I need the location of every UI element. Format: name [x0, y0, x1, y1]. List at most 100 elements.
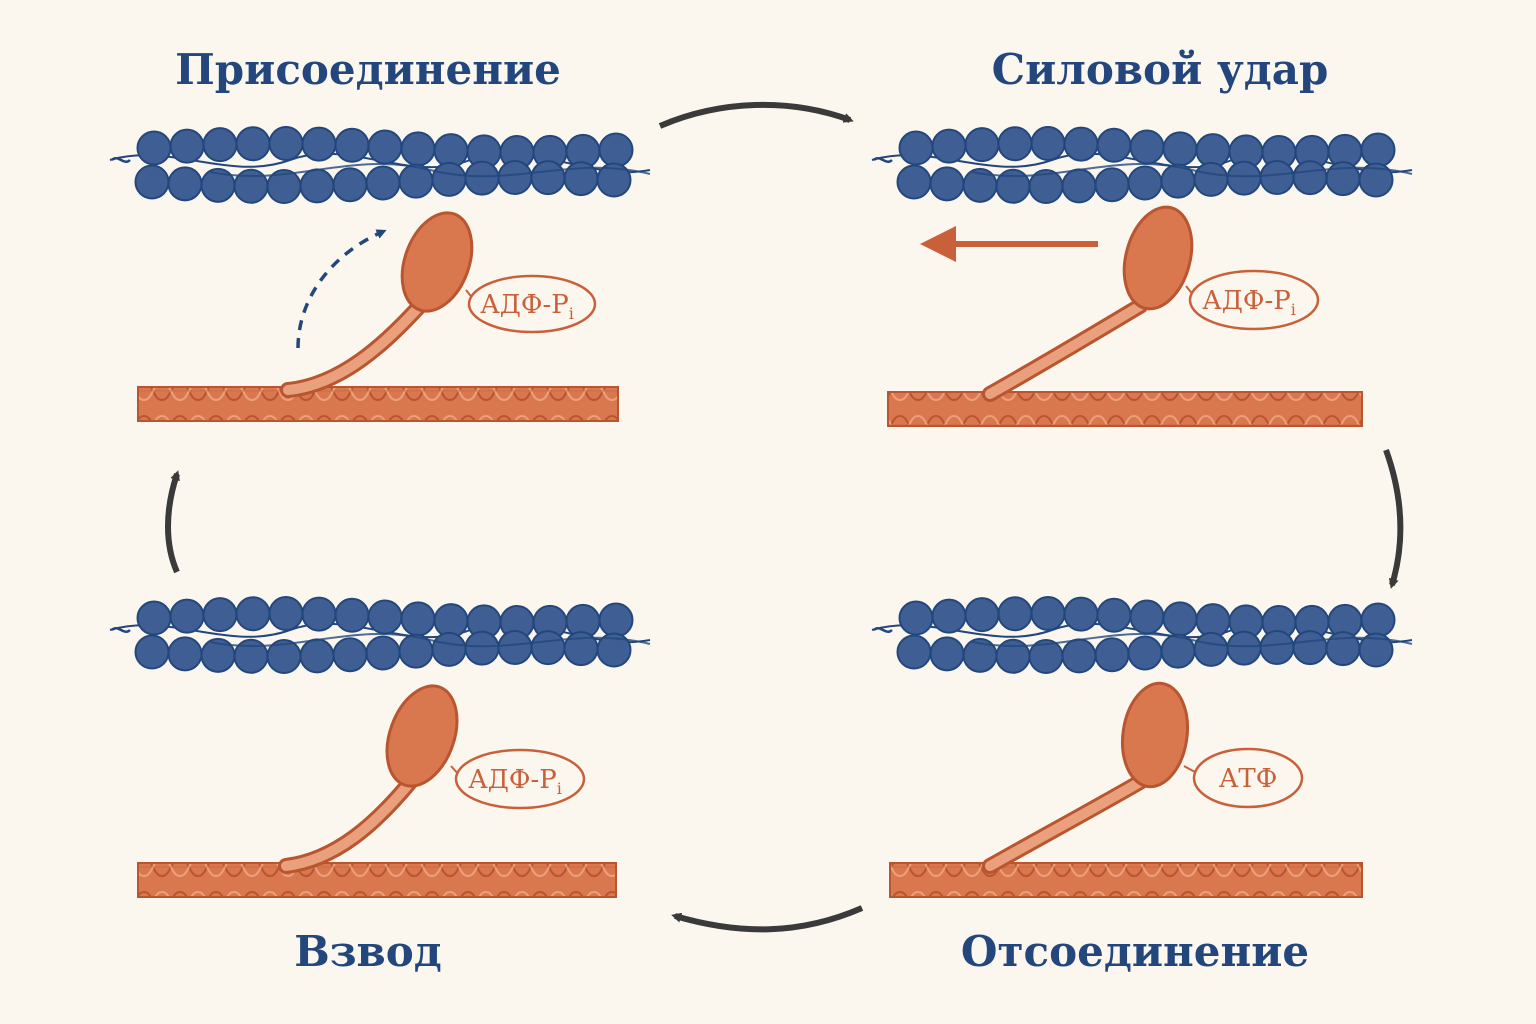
actin-monomer	[1358, 162, 1394, 198]
actin-monomer	[1292, 630, 1328, 666]
myosin-thick-filament	[889, 862, 1363, 898]
actin-monomer	[964, 597, 1000, 633]
panel-title: Силовой удар	[992, 45, 1329, 94]
curved-arrow-icon	[658, 101, 854, 129]
actin-monomer	[929, 166, 965, 202]
actin-monomer	[332, 637, 368, 673]
actin-monomer	[1360, 132, 1396, 168]
actin-monomer	[367, 599, 403, 635]
actin-monomer	[202, 597, 238, 633]
actin-monomer	[931, 128, 967, 164]
actin-monomer	[136, 130, 172, 166]
actin-monomer	[596, 632, 632, 668]
actin-monomer	[997, 126, 1033, 162]
actin-monomer	[169, 598, 205, 634]
actin-monomer	[497, 630, 533, 666]
actin-monomer	[301, 596, 337, 632]
actin-monomer	[1030, 126, 1066, 162]
actin-monomer	[929, 636, 965, 672]
actin-monomer	[134, 634, 170, 670]
curved-arrow-icon	[671, 905, 864, 933]
curved-arrow-icon	[1383, 448, 1404, 589]
actin-monomer	[1292, 160, 1328, 196]
actin-monomer	[1358, 632, 1394, 668]
nucleotide-label: АДФ-Pi	[480, 290, 574, 323]
actin-monomer	[997, 596, 1033, 632]
myosin-lever-arm	[280, 292, 433, 398]
actin-monomer	[167, 166, 203, 202]
actin-monomer	[400, 601, 436, 637]
actin-monomer	[334, 127, 370, 163]
actin-monomer	[1030, 596, 1066, 632]
actin-monomer	[136, 600, 172, 636]
actin-monomer	[464, 630, 500, 666]
actin-monomer	[1193, 631, 1229, 667]
actin-monomer	[530, 160, 566, 196]
myosin-head	[1122, 205, 1194, 311]
actin-monomer	[964, 127, 1000, 163]
nucleotide-label: АДФ-Pi	[468, 765, 562, 798]
actin-monomer	[898, 130, 934, 166]
actin-monomer	[1162, 131, 1198, 167]
panel-power-stroke: Силовой удар АДФ-Pi	[871, 45, 1413, 427]
nucleotide-label-bubble	[1188, 269, 1320, 331]
actin-monomer	[1127, 165, 1163, 201]
actin-monomer	[1096, 127, 1132, 163]
dashed-curved-arrow-icon	[296, 229, 387, 349]
actin-monomer	[268, 596, 304, 632]
nucleotide-label-bubble	[1192, 747, 1304, 809]
actin-monomer	[365, 165, 401, 201]
panel-cocking: АДФ-Pi Взвод	[109, 596, 651, 976]
curved-arrow-icon	[165, 470, 180, 574]
myosin-thick-filament	[137, 386, 619, 422]
nucleotide-label-bubble	[454, 748, 586, 810]
myosin-thick-filament	[137, 862, 617, 898]
actin-monomer	[400, 131, 436, 167]
nucleotide-label: АДФ-Pi	[1202, 286, 1296, 319]
actin-monomer	[167, 636, 203, 672]
actin-monomer	[332, 167, 368, 203]
actin-filament	[871, 126, 1413, 204]
actin-monomer	[1094, 637, 1130, 673]
actin-monomer	[169, 128, 205, 164]
actin-monomer	[596, 162, 632, 198]
actin-monomer	[431, 631, 467, 667]
myosin-head	[385, 684, 459, 788]
actin-monomer	[1226, 160, 1262, 196]
actin-monomer	[334, 597, 370, 633]
actin-monomer	[235, 126, 271, 162]
actin-monomer	[301, 126, 337, 162]
actin-monomer	[1061, 168, 1097, 204]
actin-monomer	[299, 168, 335, 204]
actin-monomer	[598, 132, 634, 168]
actin-monomer	[365, 635, 401, 671]
actin-monomer	[1096, 597, 1132, 633]
actin-monomer	[1193, 161, 1229, 197]
panel-title: Взвод	[294, 927, 442, 976]
myosin-thick-filament	[887, 391, 1363, 427]
actin-filament	[109, 126, 651, 204]
panel-detachment: АТФ Отсоединение	[871, 596, 1413, 976]
nucleotide-label: АТФ	[1219, 764, 1278, 794]
panel-title: Отсоединение	[961, 927, 1309, 976]
actin-monomer	[1259, 630, 1295, 666]
actin-monomer	[1162, 601, 1198, 637]
actin-monomer	[497, 160, 533, 196]
actin-monomer	[1259, 160, 1295, 196]
myosin-lever-arm	[278, 772, 420, 874]
actin-monomer	[896, 634, 932, 670]
actin-monomer	[1129, 129, 1165, 165]
actin-monomer	[1127, 635, 1163, 671]
actin-filament	[871, 596, 1413, 674]
myosin-head	[400, 211, 474, 313]
panel-attachment: Присоединение АДФ-Pi	[109, 45, 651, 422]
actin-monomer	[1226, 630, 1262, 666]
actin-monomer	[202, 127, 238, 163]
actin-monomer	[1094, 167, 1130, 203]
actin-monomer	[299, 638, 335, 674]
actin-monomer	[896, 164, 932, 200]
actin-monomer	[530, 630, 566, 666]
actin-filament	[109, 596, 651, 674]
actin-monomer	[1063, 126, 1099, 162]
